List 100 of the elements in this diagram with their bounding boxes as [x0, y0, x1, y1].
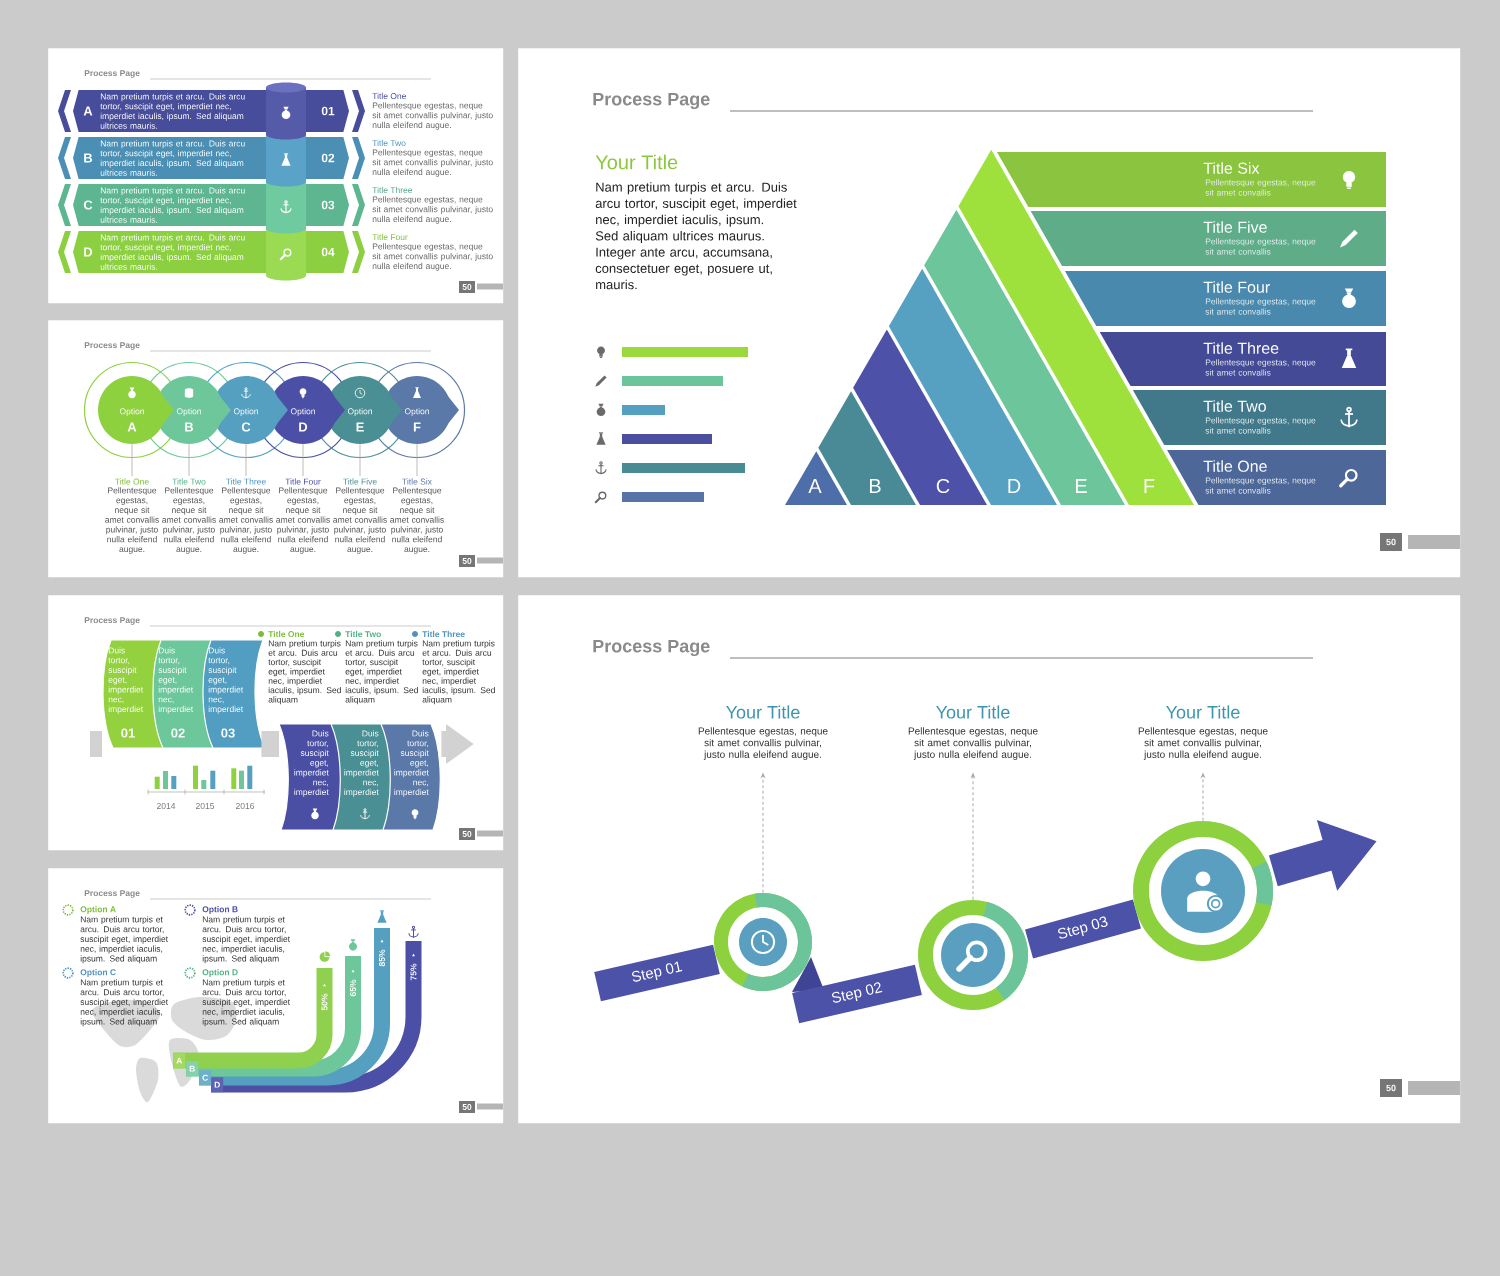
- description: Nam pretium turpis et arcu. Duis arcu tortor, suscipit eget, imperdiet nec, imperdiet iaculis, ipsum. Sed aliquam: [80, 979, 168, 1027]
- paragraph: Nam pretium turpis et arcu. Duis arcu tortor, suscipit eget, imperdiet nec, imperdiet iaculis, ipsum. Sed aliquam ultrices maurus. Integer ante arcu, accumsana, consectetuer eget, posuere ut, mauris.: [595, 182, 797, 290]
- year-label: 2015: [195, 803, 215, 809]
- description: Nam pretium turpis et arcu. Duis arcu tortor, suscipit eget, imperdiet nec, imperdiet iaculis, ipsum. Sed aliquam: [80, 916, 168, 964]
- description: Pellentesque egestas, neque sit amet convallis pulvinar, justo nulla eleifend augue.: [372, 243, 493, 271]
- number: 02: [171, 728, 185, 738]
- band-title: Title Four: [1203, 281, 1270, 293]
- card-text: Duis tortor, suscipit eget, imperdiet nec, imperdiet: [208, 647, 244, 714]
- description: Nam pretium turpis et arcu. Duis arcu tortor, suscipit eget, imperdiet nec, imperdiet iaculis, ipsum. Sed aliquam: [202, 916, 290, 964]
- option-title: Option A: [80, 906, 116, 914]
- year-label: 2016: [235, 803, 255, 809]
- body-text: Nam pretium turpis et arcu. Duis arcu tortor, suscipit eget, imperdiet nec, imperdiet iaculis, ipsum. Sed aliquam ultrices mauris.: [100, 93, 245, 129]
- title: Your Title: [1166, 705, 1240, 719]
- dashed-arrow: [761, 773, 765, 894]
- connector-line: [131, 443, 133, 477]
- card-text: Duis tortor, suscipit eget, imperdiet nec, imperdiet: [158, 647, 194, 714]
- description: Pellentesque egestas, neque sit amet convallis pulvinar, justo nulla eleifend augue.: [1138, 727, 1268, 760]
- number: 02: [321, 153, 335, 163]
- body-text: Nam pretium turpis et arcu. Duis arcu tortor, suscipit eget, imperdiet nec, imperdiet iaculis, ipsum. Sed aliquam ultrices mauris.: [100, 234, 245, 270]
- connector-line: [245, 443, 247, 477]
- title: Title Four: [285, 478, 321, 485]
- description: Pellentesque egestas, neque sit amet convallis pulvinar, justo nulla eleifend augue.: [276, 487, 330, 554]
- page-heading: Process Page: [84, 342, 140, 350]
- title: Title One: [372, 92, 406, 100]
- page-heading: Process Page: [84, 890, 140, 898]
- band-title: Title Two: [1203, 400, 1266, 412]
- letter: A: [83, 106, 93, 116]
- card-text: Duis tortor, suscipit eget, imperdiet nec, imperdiet: [344, 730, 379, 797]
- letter: B: [84, 153, 93, 163]
- description: Nam pretium turpis et arcu. Duis arcu tortor, suscipit eget, imperdiet nec, imperdiet iaculis, ipsum. Sed aliquam: [345, 640, 418, 705]
- description: Pellentesque egestas, neque sit amet convallis: [1205, 238, 1316, 255]
- page-heading: Process Page: [84, 70, 140, 78]
- connector-line: [416, 443, 418, 477]
- letter: C: [83, 200, 93, 210]
- band-title: Title Three: [1203, 342, 1279, 354]
- page-number: 50: [459, 828, 475, 840]
- connector-line: [302, 443, 304, 477]
- letter-tag: A: [173, 1053, 186, 1069]
- page-number: 50: [459, 555, 475, 567]
- title: Your Title: [936, 705, 1010, 719]
- page-number: 50: [459, 281, 475, 293]
- dashed-arrow: [1201, 773, 1205, 822]
- description: Pellentesque egestas, neque sit amet convallis pulvinar, justo nulla eleifend augue.: [333, 487, 387, 554]
- percent-label: 85%: [379, 949, 385, 967]
- title: Title Three: [226, 478, 266, 485]
- description: Pellentesque egestas, neque sit amet convallis pulvinar, justo nulla eleifend augue.: [162, 487, 216, 554]
- title: Title Four: [372, 233, 408, 241]
- connector-line: [188, 443, 190, 477]
- letter: F: [413, 422, 421, 432]
- title: Title Two: [345, 630, 381, 638]
- percent-label: 75%: [410, 963, 417, 981]
- title: Title Three: [372, 186, 413, 194]
- band-title: Title One: [1203, 460, 1267, 472]
- body-text: Nam pretium turpis et arcu. Duis arcu tortor, suscipit eget, imperdiet nec, imperdiet iaculis, ipsum. Sed aliquam ultrices mauris.: [100, 187, 245, 223]
- letter: D: [299, 422, 308, 432]
- percent-label: 65%: [350, 979, 356, 997]
- page-number: 50: [1380, 533, 1402, 551]
- year-label: 2014: [157, 803, 176, 809]
- number: 01: [321, 106, 335, 116]
- number: 01: [121, 728, 135, 738]
- connector-line: [359, 443, 361, 477]
- number: 03: [221, 728, 235, 738]
- option-label: Option: [233, 408, 258, 416]
- page-heading: Process Page: [84, 617, 140, 625]
- step-ribbon: Step 03: [1025, 899, 1141, 959]
- title: Title Two: [172, 478, 206, 485]
- title: Title Six: [402, 478, 432, 485]
- letter: D: [84, 247, 93, 257]
- description: Pellentesque egestas, neque sit amet convallis pulvinar, justo nulla eleifend augue.: [390, 487, 444, 554]
- title: Title One: [115, 478, 149, 485]
- page-number: 50: [459, 1101, 475, 1113]
- description: Nam pretium turpis et arcu. Duis arcu tortor, suscipit eget, imperdiet nec, imperdiet iaculis, ipsum. Sed aliquam: [268, 640, 341, 705]
- description: Pellentesque egestas, neque sit amet convallis pulvinar, justo nulla eleifend augue.: [698, 727, 828, 760]
- body-text: Nam pretium turpis et arcu. Duis arcu tortor, suscipit eget, imperdiet nec, imperdiet iaculis, ipsum. Sed aliquam ultrices mauris.: [100, 140, 245, 176]
- description: Pellentesque egestas, neque sit amet convallis pulvinar, justo nulla eleifend augue.: [105, 487, 159, 554]
- pyramid-strip: A: [785, 451, 847, 505]
- option-label: Option: [347, 408, 372, 416]
- band-title: Title Five: [1203, 221, 1267, 233]
- option-label: Option: [404, 408, 429, 416]
- step-ribbon: Step 02: [792, 964, 922, 1024]
- title: Title One: [268, 630, 305, 638]
- dashed-arrow: [971, 773, 975, 901]
- letter-tag: C: [199, 1070, 212, 1086]
- description: Nam pretium turpis et arcu. Duis arcu tortor, suscipit eget, imperdiet nec, imperdiet iaculis, ipsum. Sed aliquam: [422, 640, 495, 705]
- description: Pellentesque egestas, neque sit amet convallis: [1205, 359, 1316, 376]
- description: Pellentesque egestas, neque sit amet convallis pulvinar, justo nulla eleifend augue.: [372, 196, 493, 224]
- option-label: Option: [176, 408, 201, 416]
- step-ribbon: Step 01: [594, 944, 720, 1002]
- description: Pellentesque egestas, neque sit amet convallis pulvinar, justo nulla eleifend augue.: [219, 487, 273, 554]
- option-label: Option: [290, 408, 315, 416]
- letter: B: [185, 422, 194, 432]
- title: Title Five: [343, 478, 377, 485]
- number: 03: [321, 200, 335, 210]
- letter: A: [127, 422, 137, 432]
- description: Pellentesque egestas, neque sit amet convallis: [1205, 298, 1316, 315]
- title: Title Two: [372, 139, 406, 147]
- description: Pellentesque egestas, neque sit amet convallis: [1205, 179, 1316, 196]
- description: Pellentesque egestas, neque sit amet convallis: [1205, 477, 1316, 494]
- description: Pellentesque egestas, neque sit amet convallis pulvinar, justo nulla eleifend augue.: [372, 102, 493, 130]
- description: Pellentesque egestas, neque sit amet convallis pulvinar, justo nulla eleifend augue.: [908, 727, 1038, 760]
